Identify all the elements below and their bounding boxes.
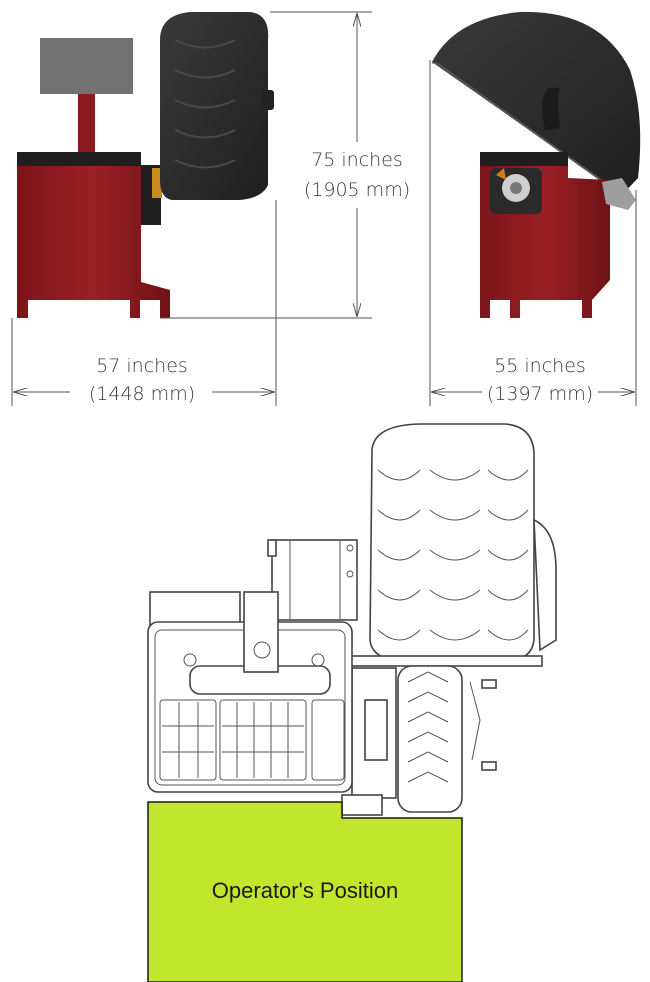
lower-wheel-treads [407, 671, 449, 783]
top-view-machine [147, 423, 557, 816]
cabinet-body [17, 166, 170, 318]
front-side-panel [602, 178, 636, 210]
hood-crossbar [349, 655, 543, 667]
width-side-mm-label: (1448 mm) [89, 383, 195, 405]
front-hood [432, 11, 641, 195]
shaft-tower [271, 539, 358, 621]
front-view-machine [431, 11, 641, 318]
width-front-mm-label: (1397 mm) [487, 383, 593, 405]
weight-compartments [159, 699, 345, 781]
top-tire [369, 423, 535, 663]
operator-position-area [147, 801, 463, 982]
side-view-machine [17, 12, 274, 318]
height-inches-label: 75 inches [311, 149, 403, 171]
width-front-dimension: 55 inches (1397 mm) [429, 60, 637, 406]
offset-gauge [469, 681, 481, 761]
hood-rim [431, 61, 623, 196]
shaft-cap [267, 539, 277, 557]
shaft-flange [152, 168, 162, 198]
hood-hinge [542, 88, 560, 130]
tire-tread-marks [174, 39, 236, 169]
front-cabinet-top [480, 152, 568, 166]
width-side-inches-label: 57 inches [96, 355, 188, 377]
cabinet-top [17, 152, 141, 166]
operator-position-label: Operator's Position [212, 878, 398, 903]
height-dimension: 75 inches (1905 mm) [160, 11, 410, 319]
hood-bracket [262, 90, 274, 110]
top-tire-treads [377, 469, 529, 641]
height-mm-label: (1905 mm) [304, 179, 410, 201]
width-front-inches-label: 55 inches [494, 355, 586, 377]
monitor-post [78, 94, 95, 154]
front-shaft-orange [496, 168, 506, 180]
width-side-dimension: 57 inches (1448 mm) [11, 200, 277, 406]
monitor-arm [243, 591, 279, 673]
top-hood-edge [533, 518, 557, 652]
lower-wheel [397, 665, 463, 813]
monitor-screen [40, 38, 133, 94]
front-shaft-hub [510, 182, 522, 194]
